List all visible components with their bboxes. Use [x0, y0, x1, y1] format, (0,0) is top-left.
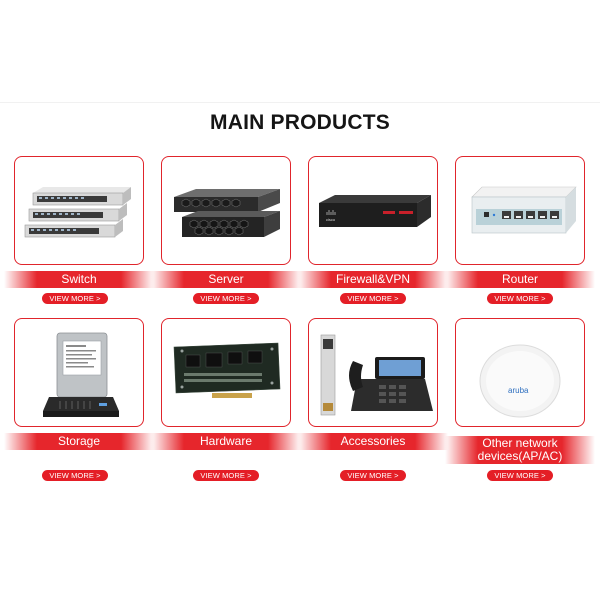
product-label-server: Server — [151, 271, 301, 288]
product-label-router: Router — [445, 271, 595, 288]
product-label-storage: Storage — [4, 433, 154, 450]
view-more-button-server[interactable]: VIEW MORE > — [193, 293, 259, 304]
top-divider — [0, 102, 600, 103]
section-title: MAIN PRODUCTS — [210, 111, 390, 134]
product-card-server[interactable] — [161, 156, 291, 265]
product-card-other-network-devices[interactable]: aruba — [455, 318, 585, 427]
view-more-button-other-network-devices[interactable]: VIEW MORE > — [487, 470, 553, 481]
product-label-line1: Other network — [482, 436, 558, 450]
access-point-icon: aruba — [479, 344, 561, 418]
svg-text:aruba: aruba — [508, 386, 529, 395]
product-card-accessories[interactable] — [308, 318, 438, 427]
svg-text:cisco: cisco — [326, 217, 336, 222]
product-label-other-network-devices: Other network devices(AP/AC) — [445, 436, 595, 464]
product-label-accessories: Accessories — [298, 433, 448, 450]
view-more-button-router[interactable]: VIEW MORE > — [487, 293, 553, 304]
product-card-router[interactable] — [455, 156, 585, 265]
product-label-line2: devices(AP/AC) — [477, 449, 563, 463]
view-more-button-firewall-vpn[interactable]: VIEW MORE > — [340, 293, 406, 304]
circuit-board-icon — [173, 342, 281, 398]
product-card-switch[interactable] — [14, 156, 144, 265]
view-more-button-switch[interactable]: VIEW MORE > — [42, 293, 108, 304]
product-label-switch: Switch — [4, 271, 154, 288]
product-card-storage[interactable] — [14, 318, 144, 427]
rack-server-icon — [174, 189, 280, 237]
view-more-button-storage[interactable]: VIEW MORE > — [42, 470, 108, 481]
view-more-button-hardware[interactable]: VIEW MORE > — [193, 470, 259, 481]
router-icon — [471, 186, 577, 234]
product-card-hardware[interactable] — [161, 318, 291, 427]
firewall-appliance-icon: cisco — [319, 195, 431, 227]
hard-drive-icon — [43, 332, 119, 417]
network-switch-icon — [24, 187, 131, 238]
product-card-firewall-vpn[interactable]: cisco — [308, 156, 438, 265]
product-label-hardware: Hardware — [151, 433, 301, 450]
product-label-firewall-vpn: Firewall&VPN — [298, 271, 448, 288]
view-more-button-accessories[interactable]: VIEW MORE > — [340, 470, 406, 481]
ip-phone-icon — [320, 334, 433, 416]
